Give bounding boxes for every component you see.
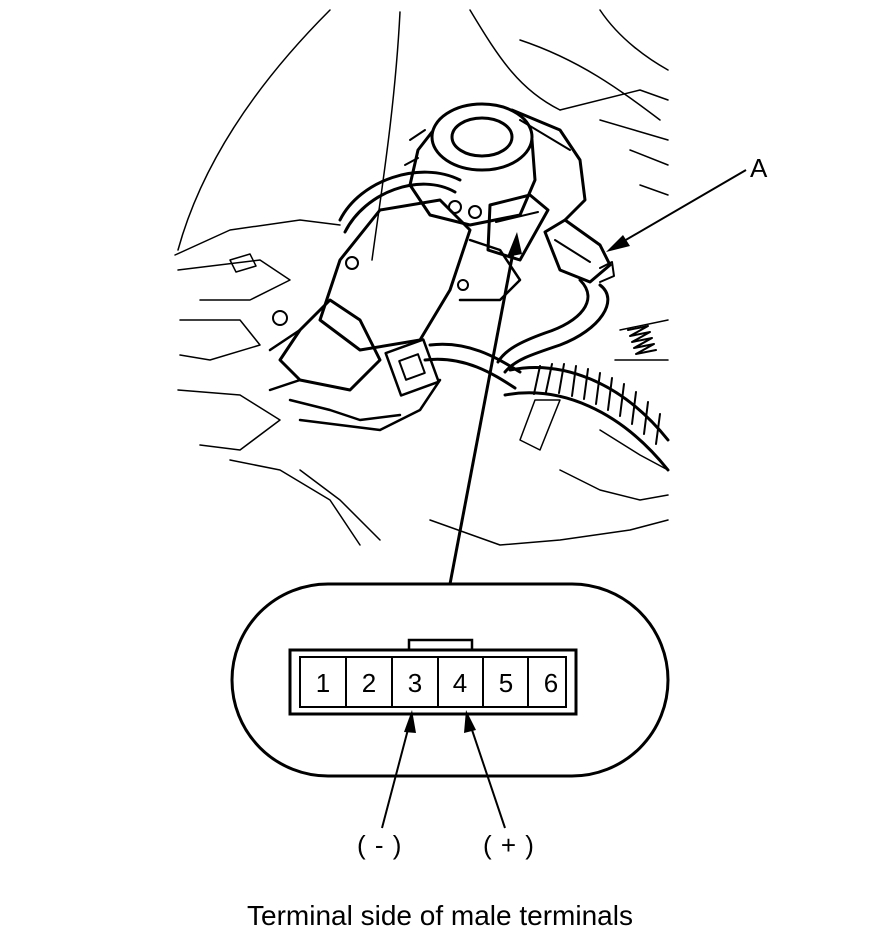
negative-arrowhead [404, 710, 416, 733]
diagram-caption: Terminal side of male terminals [247, 900, 633, 931]
positive-arrowhead [464, 710, 476, 733]
pin-3-label: 3 [408, 668, 422, 698]
negative-leader [381, 717, 412, 829]
pin-4-label: 4 [453, 668, 467, 698]
pin-5-label: 5 [499, 668, 513, 698]
engine-illustration [174, 9, 670, 546]
leader-line [448, 241, 517, 585]
pin-6-label: 6 [544, 668, 558, 698]
leader-arrowhead [507, 232, 522, 257]
connector-housing [288, 638, 578, 716]
pin-1-label: 1 [316, 668, 330, 698]
connector-bubble [230, 582, 670, 778]
negative-terminal-label: ( - ) [357, 830, 403, 860]
positive-leader [467, 717, 506, 829]
positive-terminal-label: ( + ) [483, 830, 535, 860]
callout-a-arrowhead [606, 235, 630, 252]
connector-pins: 1 2 3 4 5 6 [316, 668, 558, 698]
callout-a-line [611, 169, 747, 249]
callout-a-label: A [750, 153, 768, 183]
pin-2-label: 2 [362, 668, 376, 698]
